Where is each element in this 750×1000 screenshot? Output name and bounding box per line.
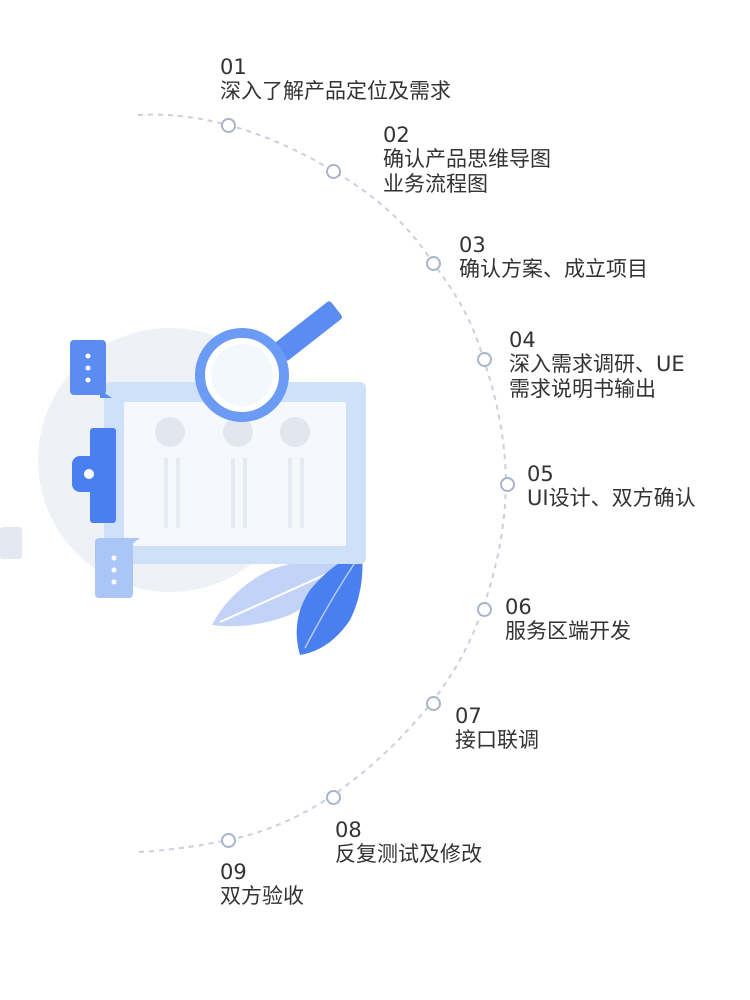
chat-bubble-icon xyxy=(70,340,112,398)
step-node-02 xyxy=(326,164,341,179)
step-node-04 xyxy=(477,352,492,367)
step-number: 05 xyxy=(527,462,554,486)
document-board-icon xyxy=(104,382,366,564)
step-text: 深入需求调研、UE xyxy=(509,352,685,376)
step-01: 01 深入了解产品定位及需求 xyxy=(220,56,451,104)
step-number: 06 xyxy=(505,595,532,619)
step-text: 接口联调 xyxy=(455,728,539,752)
step-06: 06 服务区端开发 xyxy=(505,596,631,644)
analysis-illustration xyxy=(0,301,366,655)
step-07: 07 接口联调 xyxy=(455,705,539,753)
step-number: 09 xyxy=(220,860,247,884)
step-text: 双方验收 xyxy=(220,884,304,908)
feather-icon xyxy=(212,552,363,655)
step-node-03 xyxy=(426,256,441,271)
step-text: UI设计、双方确认 xyxy=(527,486,696,510)
step-node-06 xyxy=(477,602,492,617)
step-02: 02 确认产品思维导图 业务流程图 xyxy=(383,124,551,197)
step-number: 07 xyxy=(455,704,482,728)
step-text: 确认方案、成立项目 xyxy=(459,257,648,281)
step-number: 04 xyxy=(509,328,536,352)
step-node-07 xyxy=(426,696,441,711)
step-text: 服务区端开发 xyxy=(505,619,631,643)
step-text: 需求说明书输出 xyxy=(509,377,656,401)
step-node-05 xyxy=(500,477,515,492)
step-08: 08 反复测试及修改 xyxy=(335,819,482,867)
step-text: 深入了解产品定位及需求 xyxy=(220,79,451,103)
edge-card xyxy=(0,527,22,559)
step-03: 03 确认方案、成立项目 xyxy=(459,234,648,282)
step-text: 确认产品思维导图 xyxy=(383,147,551,171)
step-number: 08 xyxy=(335,818,362,842)
step-number: 02 xyxy=(383,123,410,147)
step-number: 01 xyxy=(220,55,247,79)
clip-tab-icon xyxy=(72,428,116,523)
step-number: 03 xyxy=(459,233,486,257)
step-node-08 xyxy=(326,790,341,805)
step-05: 05 UI设计、双方确认 xyxy=(527,463,696,511)
magnifier-icon xyxy=(195,301,342,422)
step-node-09 xyxy=(221,833,236,848)
chat-bubble-icon xyxy=(95,538,140,598)
step-04: 04 深入需求调研、UE 需求说明书输出 xyxy=(509,329,685,402)
step-node-01 xyxy=(221,118,236,133)
step-text: 业务流程图 xyxy=(383,172,488,196)
step-text: 反复测试及修改 xyxy=(335,842,482,866)
step-09: 09 双方验收 xyxy=(220,861,304,909)
